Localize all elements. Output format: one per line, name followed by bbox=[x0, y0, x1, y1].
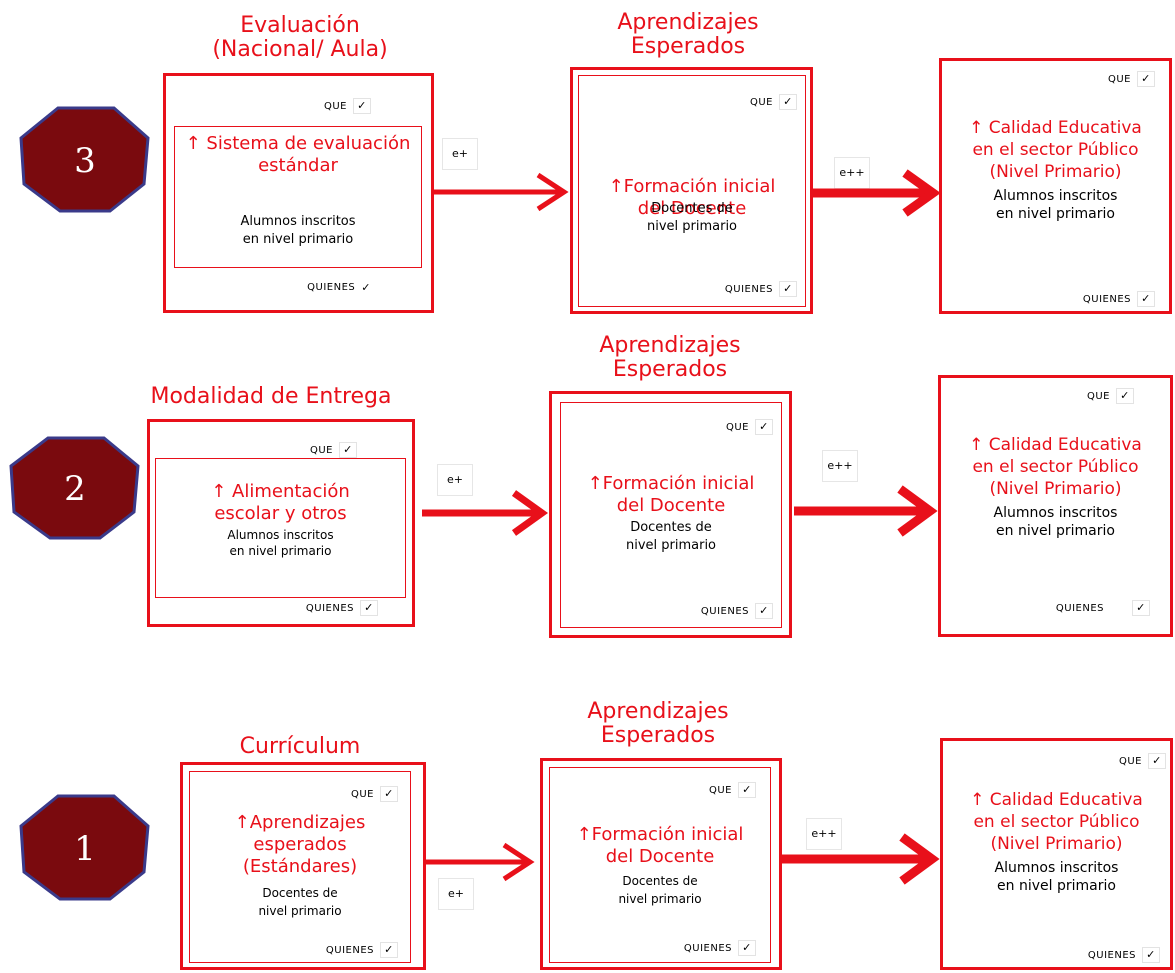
step-badge-2: 2 bbox=[9, 436, 140, 540]
main-text: ↑ Calidad Educativa en el sector Público… bbox=[969, 435, 1142, 499]
mid-title: Aprendizajes Esperados bbox=[587, 699, 729, 748]
efficiency-label: e++ bbox=[822, 450, 858, 482]
check-icon: ✓ bbox=[1142, 947, 1160, 963]
check-icon: ✓ bbox=[755, 419, 773, 435]
quienes-label: QUIENES✓ bbox=[725, 281, 797, 297]
inner-frame: ↑ Sistema de evaluación estándar Alumnos… bbox=[174, 126, 422, 268]
sub-text: Docentes de nivel primario bbox=[646, 201, 738, 234]
check-icon: ✓ bbox=[779, 281, 797, 297]
sub-text: Alumnos inscritos en nivel primario bbox=[994, 860, 1119, 894]
main-text: ↑ Calidad Educativa en el sector Público… bbox=[969, 118, 1142, 182]
main-text: ↑Formación inicial del Docente bbox=[608, 176, 776, 219]
sub-text: Alumnos inscritos en nivel primario bbox=[993, 505, 1118, 539]
check-icon: ✓ bbox=[738, 940, 756, 956]
sub-text: Docentes de nivel primario bbox=[258, 886, 342, 918]
quienes-label: QUIENES✓ bbox=[701, 603, 773, 619]
arrow-right-icon bbox=[813, 169, 941, 217]
quienes-label: QUIENES✓ bbox=[1083, 291, 1155, 307]
check-icon: ✓ bbox=[1137, 71, 1155, 87]
que-label: QUE✓ bbox=[324, 98, 371, 114]
main-text: ↑ Alimentación escolar y otros bbox=[211, 481, 350, 524]
step-badge-1: 1 bbox=[19, 794, 150, 901]
left-title: Currículum bbox=[239, 734, 361, 759]
right-box: QUE✓ ↑ Calidad Educativa en el sector Pú… bbox=[938, 375, 1173, 637]
arrow-right-icon bbox=[794, 485, 938, 537]
efficiency-label: e+ bbox=[438, 878, 474, 910]
check-icon: ✓ bbox=[380, 786, 398, 802]
efficiency-label: e+ bbox=[437, 464, 473, 496]
check-icon: ✓ bbox=[755, 603, 773, 619]
right-box: QUE✓ ↑ Calidad Educativa en el sector Pú… bbox=[939, 58, 1172, 314]
quienes-label: QUIENES✓ bbox=[684, 940, 756, 956]
main-text: ↑ Sistema de evaluación estándar bbox=[185, 133, 411, 176]
check-icon: ✓ bbox=[339, 442, 357, 458]
que-label: QUE✓ bbox=[351, 786, 398, 802]
check-icon: ✓ bbox=[738, 782, 756, 798]
inner-frame: QUE✓ ↑Formación inicial del Docente Doce… bbox=[578, 75, 806, 307]
que-label: QUE✓ bbox=[750, 94, 797, 110]
sub-text: Docentes de nivel primario bbox=[618, 874, 702, 906]
check-icon: ✓ bbox=[1132, 600, 1150, 616]
efficiency-label: e+ bbox=[442, 138, 478, 170]
step-number: 3 bbox=[74, 141, 96, 181]
arrow-right-icon bbox=[782, 833, 940, 885]
sub-text: Docentes de nivel primario bbox=[625, 520, 717, 553]
que-label: QUE✓ bbox=[1108, 71, 1155, 87]
check-icon: ✓ bbox=[361, 281, 371, 294]
right-box: QUE✓ ↑ Calidad Educativa en el sector Pú… bbox=[940, 738, 1173, 970]
step-badge-3: 3 bbox=[19, 106, 150, 213]
sub-text: Alumnos inscritos en nivel primario bbox=[227, 528, 334, 558]
que-label: QUE✓ bbox=[709, 782, 756, 798]
mid-title: Aprendizajes Esperados bbox=[617, 10, 759, 59]
inner-frame: ↑ Alimentación escolar y otros Alumnos i… bbox=[155, 458, 406, 598]
arrow-right-icon bbox=[426, 842, 535, 882]
mid-box: QUE✓ ↑Formación inicial del Docente Doce… bbox=[570, 67, 813, 314]
inner-frame: QUE✓ ↑Aprendizajes esperados (Estándares… bbox=[189, 771, 411, 963]
left-title: Evaluación (Nacional/ Aula) bbox=[212, 13, 388, 62]
check-icon: ✓ bbox=[1137, 291, 1155, 307]
inner-frame: QUE✓ ↑Formación inicial del Docente Doce… bbox=[560, 402, 782, 628]
step-number: 2 bbox=[64, 469, 86, 509]
left-box: QUE✓ ↑ Alimentación escolar y otros Alum… bbox=[147, 419, 415, 627]
sub-text: Alumnos inscritos en nivel primario bbox=[993, 188, 1118, 222]
check-icon: ✓ bbox=[353, 98, 371, 114]
arrow-right-icon bbox=[434, 172, 569, 212]
check-icon: ✓ bbox=[360, 600, 378, 616]
left-box: QUE✓ ↑Aprendizajes esperados (Estándares… bbox=[180, 762, 426, 970]
step-number: 1 bbox=[74, 829, 96, 869]
efficiency-label: e++ bbox=[806, 818, 842, 850]
left-box: QUE✓ ↑ Sistema de evaluación estándar Al… bbox=[163, 73, 434, 313]
quienes-label: QUIENES✓ bbox=[307, 281, 371, 294]
check-icon: ✓ bbox=[1116, 388, 1134, 404]
quienes-label: QUIENES✓ bbox=[306, 600, 378, 616]
main-text: ↑Formación inicial del Docente bbox=[576, 824, 744, 867]
mid-box: QUE✓ ↑Formación inicial del Docente Doce… bbox=[549, 391, 792, 638]
check-icon: ✓ bbox=[779, 94, 797, 110]
main-text: ↑Aprendizajes esperados (Estándares) bbox=[234, 812, 366, 877]
quienes-label: QUIENES✓ bbox=[1056, 600, 1150, 616]
quienes-label: QUIENES✓ bbox=[1088, 947, 1160, 963]
check-icon: ✓ bbox=[1148, 753, 1166, 769]
que-label: QUE✓ bbox=[310, 442, 357, 458]
inner-frame: QUE✓ ↑Formación inicial del Docente Doce… bbox=[549, 767, 771, 963]
mid-title: Aprendizajes Esperados bbox=[599, 333, 741, 382]
check-icon: ✓ bbox=[380, 942, 398, 958]
que-label: QUE✓ bbox=[1119, 753, 1166, 769]
main-text: ↑ Calidad Educativa en el sector Público… bbox=[970, 790, 1143, 854]
que-label: QUE✓ bbox=[726, 419, 773, 435]
sub-text: Alumnos inscritos en nivel primario bbox=[240, 214, 356, 247]
main-text: ↑Formación inicial del Docente bbox=[587, 473, 755, 516]
arrow-right-icon bbox=[422, 490, 549, 536]
que-label: QUE✓ bbox=[1087, 388, 1134, 404]
quienes-label: QUIENES✓ bbox=[326, 942, 398, 958]
mid-box: QUE✓ ↑Formación inicial del Docente Doce… bbox=[540, 758, 782, 970]
left-title: Modalidad de Entrega bbox=[150, 384, 392, 409]
